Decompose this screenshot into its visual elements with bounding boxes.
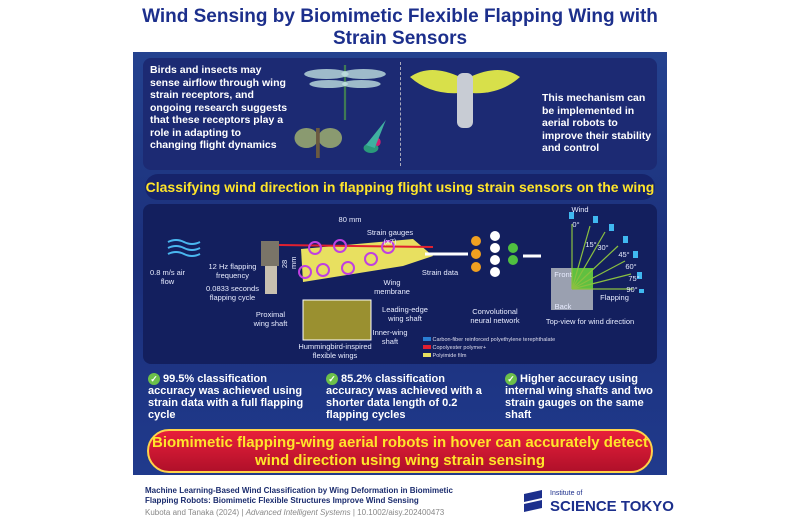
airflow-icon <box>167 239 201 257</box>
bullet-text: 99.5% classification accuracy was achiev… <box>148 373 304 421</box>
authors: Kubota and Tanaka (2024) <box>145 508 240 517</box>
width-label: 28 mm <box>280 256 298 270</box>
wind-label: Wind <box>571 205 589 214</box>
animals-illustration <box>294 65 386 158</box>
proximal-label: Proximal wing shaft <box>253 310 288 328</box>
angle-label: 45° <box>618 250 630 259</box>
check-icon: ✓ <box>326 373 338 385</box>
result-bullet-3: ✓Higher accuracy using internal wing sha… <box>505 373 655 421</box>
gauges-label: Strain gauges (x7) <box>366 228 414 246</box>
journal: Advanced Intelligent Systems <box>245 508 351 517</box>
intro-left-text: Birds and insects may sense airflow thro… <box>150 64 288 151</box>
check-icon: ✓ <box>505 373 517 385</box>
dragonfly-icon <box>304 65 386 120</box>
moth-icon <box>294 128 343 158</box>
angle-label: 30° <box>597 243 609 252</box>
leading-label: Leading-edge wing shaft <box>382 305 428 323</box>
logo-big-text: SCIENCE TOKYO <box>550 498 674 515</box>
section-subheading: Classifying wind direction in flapping f… <box>145 174 655 200</box>
legend-item: Polyimide film <box>432 353 467 359</box>
length-label: 80 mm <box>338 215 362 224</box>
bullet-text: 85.2% classification accuracy was achiev… <box>326 373 482 421</box>
angle-label: 0° <box>572 220 580 229</box>
membrane-label: Wing membrane <box>374 278 410 296</box>
wing-diagram <box>167 212 644 341</box>
material-legend: Carbon-fiber reinforced polyethylene ter… <box>423 336 555 360</box>
paper-title: Machine Learning-Based Wind Classificati… <box>145 486 453 505</box>
robot-illustration <box>410 70 520 128</box>
legend-item: Copolyester polymer+ <box>432 345 487 351</box>
logo-mark-icon <box>524 490 542 512</box>
legend-item: Carbon-fiber reinforced polyethylene ter… <box>432 337 556 343</box>
result-bullet-1: ✓99.5% classification accuracy was achie… <box>148 373 313 421</box>
divider <box>400 62 401 166</box>
inner-label: Inner-wing shaft <box>372 328 408 346</box>
angle-label: 75° <box>628 274 640 283</box>
logo-small-text: Institute of <box>550 490 583 497</box>
cycle-label: 0.0833 seconds flapping cycle <box>206 284 259 302</box>
citation: Kubota and Tanaka (2024) | Advanced Inte… <box>145 508 445 517</box>
strain-gauge-markers <box>298 239 395 279</box>
angle-label: 60° <box>625 262 637 271</box>
flapping-label: Flapping <box>600 293 629 302</box>
inset-label: Hummingbird-inspired flexible wings <box>298 342 372 360</box>
page-title: Wind Sensing by Biomimetic Flexible Flap… <box>142 6 658 49</box>
angle-label: 90° <box>626 285 638 294</box>
conclusion-banner: Biomimetic flapping-wing aerial robots i… <box>147 429 653 473</box>
cnn-label: Convolutional neural network <box>470 307 520 325</box>
wind-arrows-icon <box>569 212 644 293</box>
result-bullet-2: ✓85.2% classification accuracy was achie… <box>326 373 491 421</box>
intro-right-text: This mechanism can be implemented in aer… <box>542 92 652 154</box>
check-icon: ✓ <box>148 373 160 385</box>
airflow-label: 0.8 m/s air flow <box>150 268 186 286</box>
front-label: Front <box>554 270 572 279</box>
wing-inset <box>302 299 372 341</box>
neural-network-icon <box>471 231 518 277</box>
frequency-label: 12 Hz flapping frequency <box>208 262 257 280</box>
topview-label: Top-view for wind direction <box>545 317 635 326</box>
hummingbird-icon <box>363 120 386 153</box>
back-label: Back <box>554 302 572 311</box>
doi[interactable]: 10.1002/aisy.202400473 <box>357 508 445 517</box>
strain-label: Strain data <box>421 268 459 277</box>
bullet-text: Higher accuracy using internal wing shaf… <box>505 373 653 421</box>
wing-membrane-shape <box>301 239 433 282</box>
flapping-motor <box>265 266 277 294</box>
angle-label: 15° <box>585 240 597 249</box>
